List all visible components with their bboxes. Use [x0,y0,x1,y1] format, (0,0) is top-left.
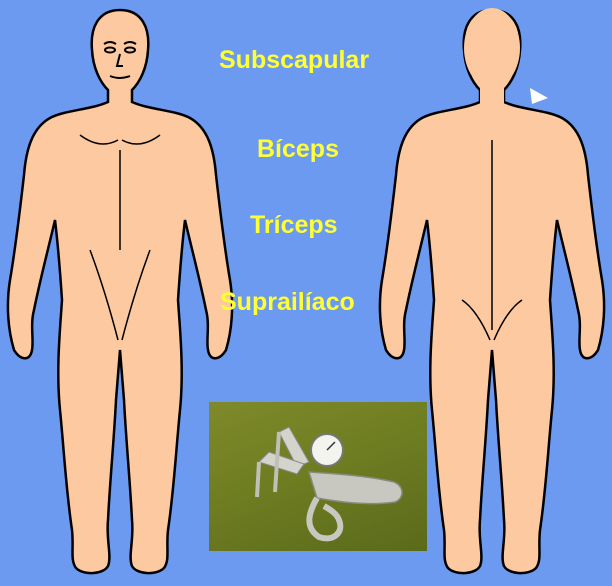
caliper-icon [209,402,427,551]
label-biceps: Bíceps [257,137,339,162]
label-suprailiaco: Suprailíaco [220,290,355,315]
back-neck [480,80,504,106]
front-body-figure [0,0,240,586]
front-body-silhouette [8,10,232,573]
label-triceps: Tríceps [250,213,338,238]
skinfold-caliper-photo [209,402,427,551]
skinfold-marker [530,88,548,104]
label-subscapular: Subscapular [219,48,369,73]
back-head [464,8,520,88]
